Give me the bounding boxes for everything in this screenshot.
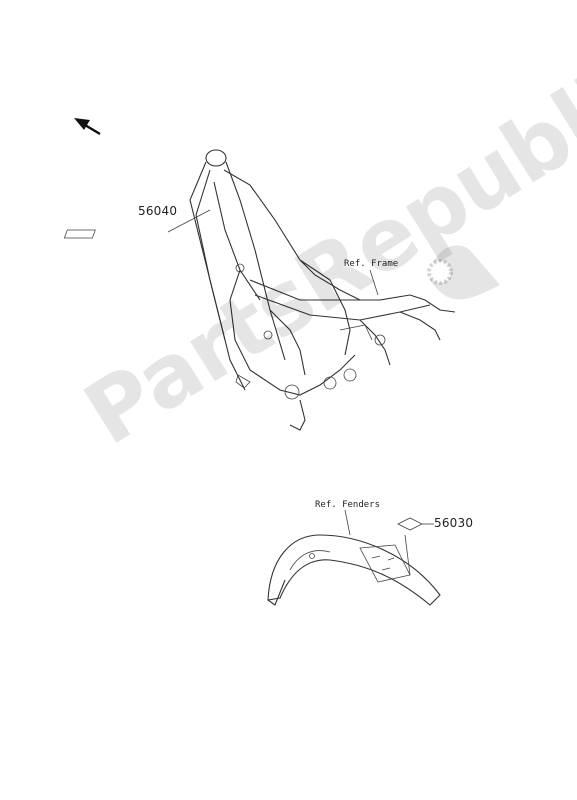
label-sticker-56030 (397, 517, 434, 531)
label-sticker-56040 (63, 229, 96, 239)
part-number-56040: 56040 (138, 204, 178, 218)
part-number-56030: 56030 (434, 516, 474, 530)
arrow-up-left-icon (74, 118, 101, 136)
ref-fenders-label: Ref. Fenders (315, 500, 381, 510)
fender-drawing (267, 509, 441, 606)
gear-icon (427, 245, 500, 300)
ref-frame-label: Ref. Frame (344, 259, 399, 269)
frame-drawing (167, 149, 456, 431)
